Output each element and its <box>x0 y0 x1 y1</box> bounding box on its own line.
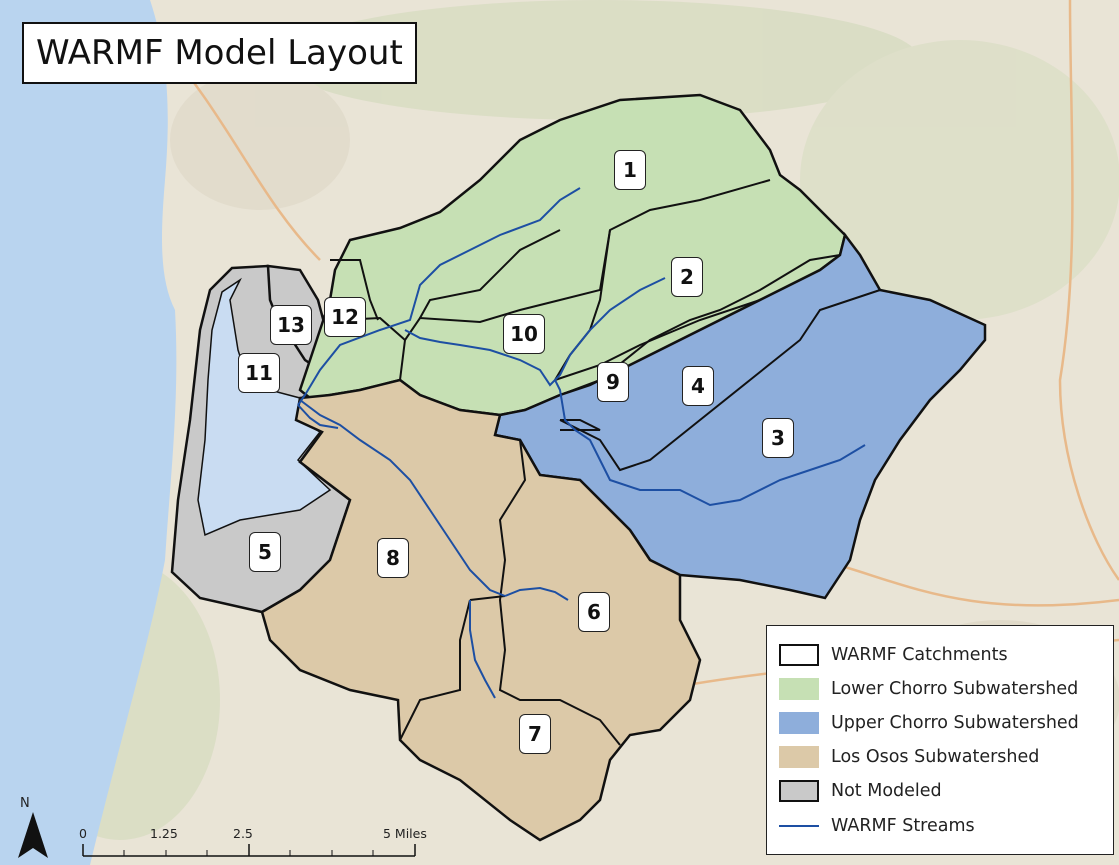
catchment-label-5: 5 <box>249 532 281 572</box>
catchment-label-11: 11 <box>238 353 280 393</box>
catchment-label-13: 13 <box>270 305 312 345</box>
catchment-label-2: 2 <box>671 257 703 297</box>
catchment-label-10: 10 <box>503 314 545 354</box>
los-osos-swatch <box>779 746 819 768</box>
legend-label: Upper Chorro Subwatershed <box>831 713 1079 733</box>
catchment-label-12: 12 <box>324 297 366 337</box>
catchment-label-1: 1 <box>614 150 646 190</box>
legend-item-streams: WARMF Streams <box>779 816 975 836</box>
catchment-label-3: 3 <box>762 418 794 458</box>
scale-tick-0: 0 <box>79 826 87 841</box>
legend-item-los-osos: Los Osos Subwatershed <box>779 746 1039 768</box>
legend-item-lower-chorro: Lower Chorro Subwatershed <box>779 678 1078 700</box>
lower-chorro-swatch <box>779 678 819 700</box>
catchment-label-9: 9 <box>597 362 629 402</box>
los-osos-subwatershed <box>260 378 702 842</box>
catchment-label-6: 6 <box>578 592 610 632</box>
north-arrow-icon <box>18 812 48 858</box>
catchment-label-8: 8 <box>377 538 409 578</box>
legend-label: Not Modeled <box>831 781 942 801</box>
north-letter: N <box>20 796 30 811</box>
stream-line-swatch <box>779 825 819 827</box>
catchment-boundaries <box>330 179 881 746</box>
upper-chorro-swatch <box>779 712 819 734</box>
legend-label: WARMF Catchments <box>831 645 1008 665</box>
catchment-label-4: 4 <box>682 366 714 406</box>
not-modeled-swatch <box>779 780 819 802</box>
scale-tick-1: 1.25 <box>150 826 178 841</box>
legend-item-catchments: WARMF Catchments <box>779 644 1008 666</box>
legend-item-upper-chorro: Upper Chorro Subwatershed <box>779 712 1079 734</box>
scale-tick-3: 5 Miles <box>383 826 427 841</box>
scale-bar <box>82 844 416 857</box>
streams <box>297 187 866 699</box>
legend-label: WARMF Streams <box>831 816 975 836</box>
map-legend: WARMF Catchments Lower Chorro Subwatersh… <box>766 625 1114 855</box>
legend-label: Lower Chorro Subwatershed <box>831 679 1079 699</box>
catchment-label-7: 7 <box>519 714 551 754</box>
scale-tick-2: 2.5 <box>233 826 253 841</box>
ocean <box>0 0 177 865</box>
legend-label: Los Osos Subwatershed <box>831 747 1040 767</box>
legend-item-not-modeled: Not Modeled <box>779 780 942 802</box>
catchment-outline-swatch <box>779 644 819 666</box>
map-title: WARMF Model Layout <box>22 22 417 84</box>
